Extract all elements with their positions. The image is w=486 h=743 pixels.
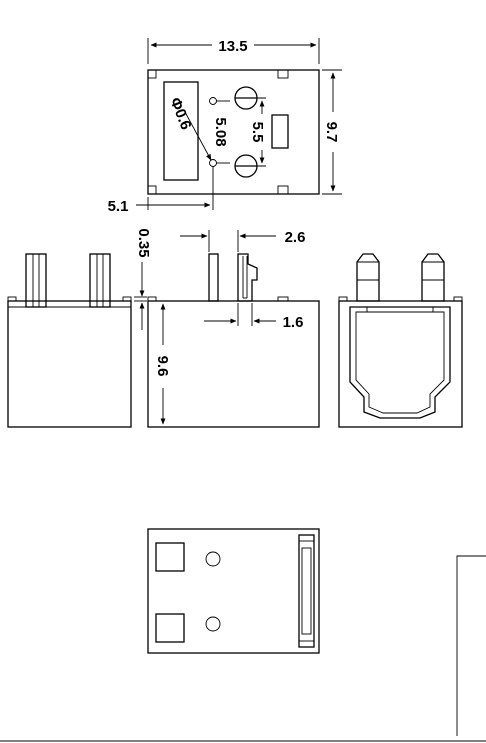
svg-text:13.5: 13.5 bbox=[218, 38, 247, 55]
dim-pin-thickness: 1.6 bbox=[204, 303, 303, 331]
svg-text:5.5: 5.5 bbox=[249, 122, 266, 143]
svg-text:9.7: 9.7 bbox=[323, 122, 340, 143]
dim-pin-width: 2.6 bbox=[180, 229, 305, 252]
bottom-view bbox=[147, 528, 320, 654]
dim-pitch: 5.08 bbox=[212, 100, 230, 164]
top-view bbox=[147, 69, 320, 195]
dim-lead-gap: 0.35 bbox=[134, 228, 152, 330]
dim-height: 9.7 bbox=[322, 69, 342, 195]
svg-text:Φ0.6: Φ0.6 bbox=[166, 95, 194, 132]
dim-body-height: 9.6 bbox=[154, 303, 171, 425]
svg-text:5.1: 5.1 bbox=[108, 198, 129, 215]
dim-pin-spacing: 5.5 bbox=[246, 97, 266, 167]
svg-text:0.35: 0.35 bbox=[135, 228, 152, 257]
side-view-left bbox=[7, 253, 132, 428]
dim-offset: 5.1 bbox=[108, 166, 214, 215]
svg-text:5.08: 5.08 bbox=[212, 117, 229, 146]
dim-hole-diameter: Φ0.6 bbox=[166, 95, 212, 161]
svg-text:9.6: 9.6 bbox=[154, 356, 171, 377]
title-block-fragment bbox=[0, 555, 486, 742]
svg-text:2.6: 2.6 bbox=[285, 229, 306, 246]
end-view bbox=[338, 253, 463, 428]
dim-width: 13.5 bbox=[147, 38, 320, 64]
svg-text:1.6: 1.6 bbox=[283, 314, 304, 331]
front-view bbox=[147, 253, 320, 428]
